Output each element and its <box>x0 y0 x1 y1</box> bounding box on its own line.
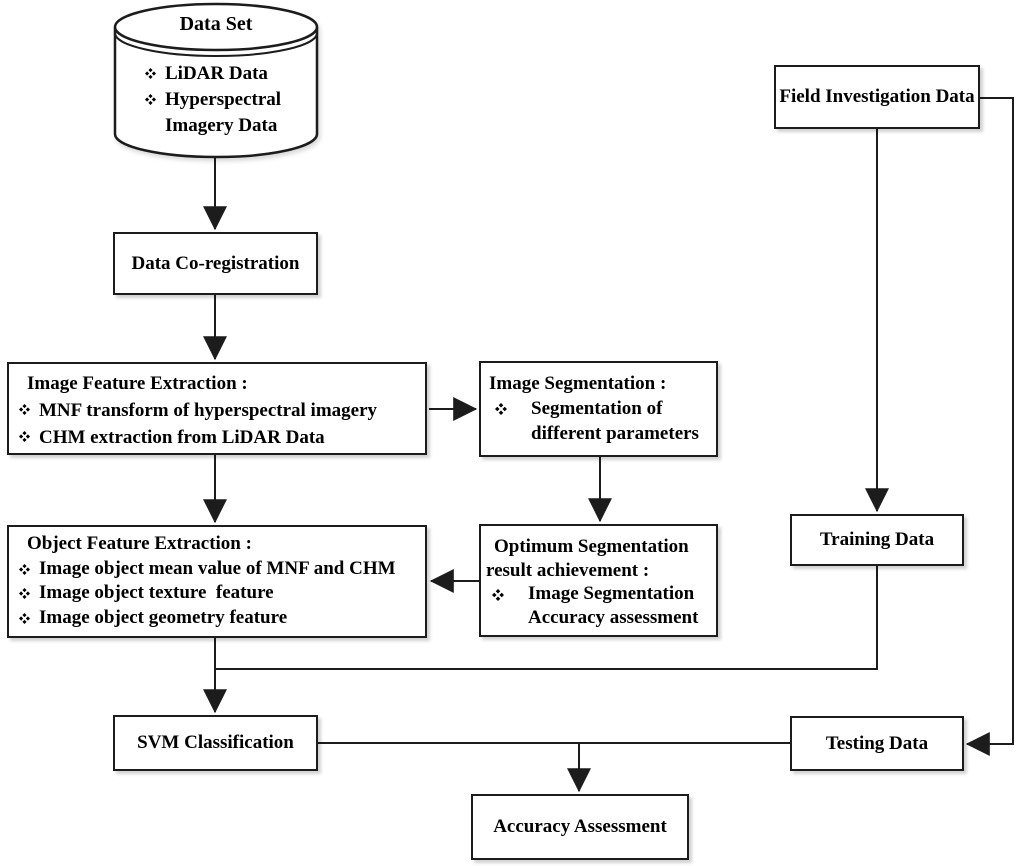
node-object-feature-extraction: Object Feature Extraction : Image object… <box>7 525 427 638</box>
node-data-set-title: Data Set <box>179 13 253 35</box>
node-label: Training Data <box>819 529 935 550</box>
diamond-bullet-icon <box>17 397 39 415</box>
node-data-set-items: LiDAR Data Hyperspectral Imagery Data <box>143 61 321 139</box>
list-item: LiDAR Data <box>143 61 321 87</box>
node-title: Optimum Segmentation result achievement … <box>486 536 689 581</box>
node-label: SVM Classification <box>137 732 294 753</box>
node-title: Object Feature Extraction : <box>27 533 252 554</box>
bullet-text: Segmentation of different parameters <box>531 398 699 444</box>
edge-field-to-testing <box>965 97 1014 756</box>
node-testing-data: Testing Data <box>790 716 964 771</box>
node-optimum-segmentation: Optimum Segmentation result achievement … <box>479 524 718 637</box>
list-item: CHM extraction from LiDAR Data <box>17 424 421 451</box>
node-svm-classification: SVM Classification <box>113 715 318 771</box>
bullet-text: MNF transform of hyperspectral imagery <box>39 400 378 421</box>
node-data-co-registration: Data Co-registration <box>113 232 318 295</box>
diamond-bullet-icon <box>17 424 39 442</box>
node-label: Accuracy Assessment <box>493 816 667 837</box>
node-label: Field Investigation Data <box>779 86 975 107</box>
list-item: Image Segmentation Accuracy assessment <box>486 582 712 629</box>
bullet-text: Image Segmentation Accuracy assessment <box>528 583 699 628</box>
node-image-feature-extraction: Image Feature Extraction : MNF transform… <box>7 362 427 455</box>
node-label: Data Co-registration <box>131 252 300 274</box>
list-item: Image object mean value of MNF and CHM <box>17 557 421 582</box>
bullet-text: Image object texture feature <box>39 582 274 603</box>
list-item: Image object geometry feature <box>17 606 421 631</box>
bullet-text: CHM extraction from LiDAR Data <box>39 427 325 448</box>
database-cylinder-shape <box>113 2 319 159</box>
bullet-text: Hyperspectral Imagery Data <box>165 89 286 136</box>
list-item: Segmentation of different parameters <box>489 396 712 446</box>
bullet-text: Image object mean value of MNF and CHM <box>39 557 396 579</box>
diamond-bullet-icon <box>17 557 39 575</box>
diamond-bullet-icon <box>17 606 39 624</box>
node-label: Testing Data <box>825 732 929 754</box>
bullet-text: Image object geometry feature <box>39 606 288 628</box>
node-accuracy-assessment: Accuracy Assessment <box>471 794 689 860</box>
diamond-bullet-icon <box>486 582 528 601</box>
diamond-bullet-icon <box>489 396 531 415</box>
bullet-text: LiDAR Data <box>165 63 268 84</box>
node-title: Image Segmentation : <box>489 373 667 394</box>
list-item: MNF transform of hyperspectral imagery <box>17 397 421 424</box>
node-title: Image Feature Extraction : <box>27 373 248 394</box>
node-field-investigation-data: Field Investigation Data <box>774 65 980 129</box>
list-item: Image object texture feature <box>17 581 421 606</box>
node-training-data: Training Data <box>790 514 964 566</box>
diamond-bullet-icon <box>143 61 165 79</box>
diamond-bullet-icon <box>143 87 165 105</box>
node-image-segmentation: Image Segmentation : Segmentation of dif… <box>479 361 718 457</box>
diamond-bullet-icon <box>17 581 39 599</box>
list-item: Hyperspectral Imagery Data <box>143 87 321 139</box>
